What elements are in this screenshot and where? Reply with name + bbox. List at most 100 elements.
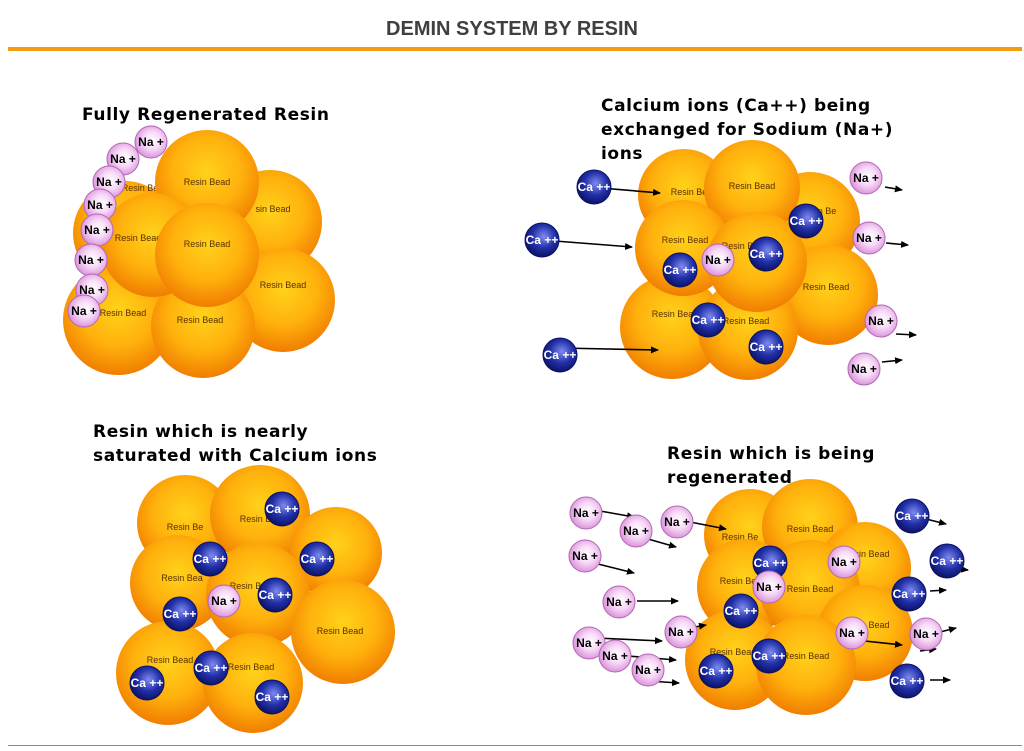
- sodium-ion-label: Na +: [138, 135, 164, 149]
- sodium-ion-label: Na +: [78, 253, 104, 267]
- calcium-ion: Ca ++: [264, 491, 300, 527]
- calcium-ion: Ca ++: [524, 222, 560, 258]
- sodium-ion-label: Na +: [664, 515, 690, 529]
- sodium-ion: Na +: [83, 188, 117, 222]
- sodium-ion-label: Na +: [572, 549, 598, 563]
- resin-bead-label: Resin Bead: [652, 309, 699, 319]
- sodium-ion: Na +: [67, 294, 101, 328]
- sodium-ion: Na +: [598, 639, 632, 673]
- flow-arrow: [559, 346, 659, 354]
- bottom-divider: [8, 745, 1022, 746]
- sodium-ion-label: Na +: [668, 625, 694, 639]
- caption-nearly-saturated: Resin which is nearly saturated with Cal…: [93, 422, 378, 466]
- resin-bead-label: Resin Bead: [317, 626, 364, 636]
- calcium-ion-label: Ca ++: [754, 556, 787, 570]
- resin-bead-label: Resin Be: [240, 514, 277, 524]
- calcium-ion: Ca ++: [193, 650, 229, 686]
- sodium-ion: Na +: [852, 221, 886, 255]
- resin-bead-label: Resin Bead: [147, 655, 194, 665]
- calcium-ion-label: Ca ++: [164, 607, 197, 621]
- sodium-ion: Na +: [572, 626, 606, 660]
- resin-bead-label: Resin Bead: [260, 280, 307, 290]
- sodium-ion: Na +: [827, 545, 861, 579]
- resin-bead-label: Resin Bead: [177, 315, 224, 325]
- calcium-ion-label: Ca ++: [700, 664, 733, 678]
- calcium-ion: Ca ++: [891, 576, 927, 612]
- flow-arrow: [599, 510, 635, 520]
- calcium-ion-label: Ca ++: [750, 247, 783, 261]
- calcium-ion: Ca ++: [690, 302, 726, 338]
- calcium-ion-label: Ca ++: [301, 552, 334, 566]
- sodium-ion-label: Na +: [756, 580, 782, 594]
- resin-bead-label: Resin Bead: [787, 524, 834, 534]
- sodium-ion-label: Na +: [851, 362, 877, 376]
- sodium-ion-label: Na +: [856, 231, 882, 245]
- calcium-ion: Ca ++: [192, 541, 228, 577]
- caption-being-regenerated: Resin which is being regenerated: [667, 444, 875, 488]
- resin-bead-label: Resin Bead: [100, 308, 147, 318]
- sodium-ion-label: Na +: [87, 198, 113, 212]
- resin-bead: Resin Bead: [704, 140, 800, 236]
- sodium-ion: Na +: [569, 496, 603, 530]
- sodium-ion: Na +: [847, 352, 881, 386]
- resin-bead-label: Resin Bead: [184, 177, 231, 187]
- sodium-ion-label: Na +: [705, 253, 731, 267]
- calcium-ion: Ca ++: [929, 543, 965, 579]
- resin-bead-label: sin Bead: [854, 620, 889, 630]
- resin-bead-label: Resin Bead: [723, 316, 770, 326]
- resin-bead-label: Resin Bead: [228, 662, 275, 672]
- resin-bead: Resin Bead: [231, 248, 335, 352]
- resin-bead-label: Resin Be: [671, 187, 708, 197]
- resin-bead-label: Resin Bead: [662, 235, 709, 245]
- calcium-ion: Ca ++: [894, 498, 930, 534]
- flow-arrow: [885, 240, 909, 248]
- sodium-ion-label: Na +: [868, 314, 894, 328]
- sodium-ion: Na +: [631, 653, 665, 687]
- calcium-ion: Ca ++: [723, 593, 759, 629]
- flow-arrow: [925, 518, 947, 526]
- resin-bead-label: sin Bead: [255, 204, 290, 214]
- sodium-ion: Na +: [602, 585, 636, 619]
- calcium-ion: Ca ++: [299, 541, 335, 577]
- calcium-ion-label: Ca ++: [725, 604, 758, 618]
- resin-bead-label: sin Bead: [854, 549, 889, 559]
- flow-arrow: [895, 331, 917, 339]
- calcium-ion-label: Ca ++: [194, 552, 227, 566]
- calcium-ion-label: Ca ++: [896, 509, 929, 523]
- sodium-ion-label: Na +: [211, 594, 237, 608]
- caption-fully-regenerated: Fully Regenerated Resin: [82, 105, 330, 125]
- calcium-ion: Ca ++: [889, 663, 925, 699]
- calcium-ion: Ca ++: [257, 577, 293, 613]
- caption-being-exchanged: Calcium ions (Ca++) being exchanged for …: [601, 96, 894, 164]
- calcium-ion-label: Ca ++: [544, 348, 577, 362]
- flow-arrow: [595, 637, 663, 645]
- calcium-ion-label: Ca ++: [526, 233, 559, 247]
- calcium-ion-label: Ca ++: [753, 649, 786, 663]
- calcium-ion-label: Ca ++: [256, 690, 289, 704]
- resin-bead-label: Resin Be: [720, 576, 757, 586]
- title-divider: [8, 47, 1022, 51]
- sodium-ion: Na +: [207, 584, 241, 618]
- calcium-ion: Ca ++: [748, 329, 784, 365]
- calcium-ion-label: Ca ++: [692, 313, 725, 327]
- sodium-ion-label: Na +: [831, 555, 857, 569]
- sodium-ion: Na +: [701, 243, 735, 277]
- sodium-ion-label: Na +: [84, 223, 110, 237]
- calcium-ion-label: Ca ++: [259, 588, 292, 602]
- flow-arrow: [597, 563, 635, 575]
- flow-arrow: [881, 357, 903, 365]
- calcium-ion: Ca ++: [129, 665, 165, 701]
- resin-bead: Resin Be: [210, 465, 310, 565]
- sodium-ion: Na +: [664, 615, 698, 649]
- sodium-ion: Na +: [909, 617, 943, 651]
- sodium-ion-label: Na +: [635, 663, 661, 677]
- sodium-ion-label: Na +: [913, 627, 939, 641]
- calcium-ion: Ca ++: [254, 679, 290, 715]
- calcium-ion-label: Ca ++: [578, 180, 611, 194]
- calcium-ion-label: Ca ++: [891, 674, 924, 688]
- resin-bead-label: Resin Be: [722, 241, 759, 251]
- sodium-ion-label: Na +: [839, 626, 865, 640]
- sodium-ion-label: Na +: [853, 171, 879, 185]
- resin-bead: Resin Bead: [155, 203, 259, 307]
